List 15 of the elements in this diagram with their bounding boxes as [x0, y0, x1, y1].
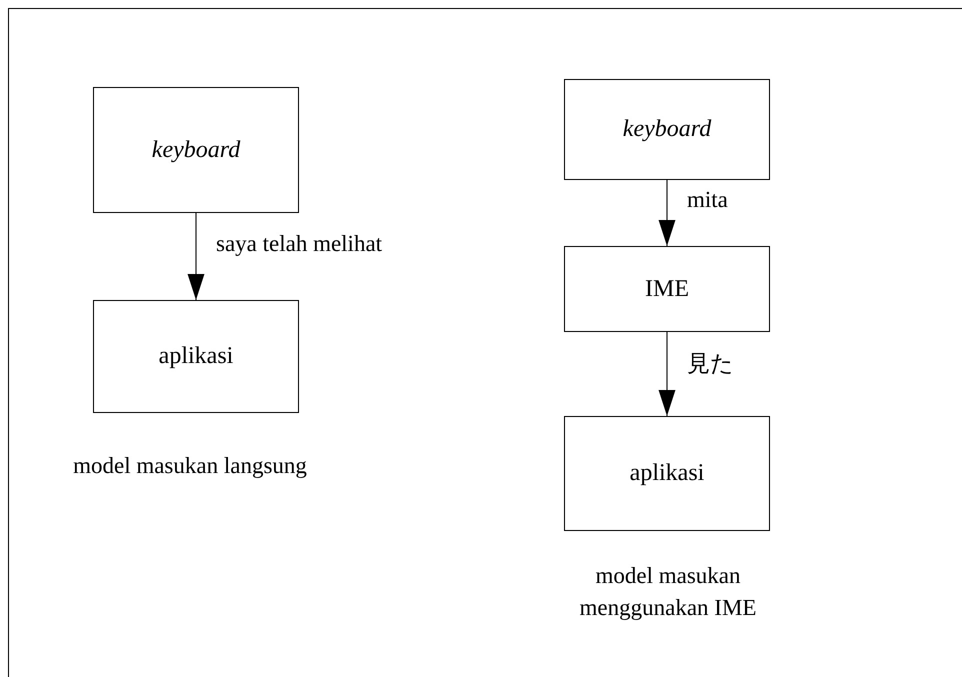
box-label: aplikasi	[158, 343, 234, 370]
arrow	[658, 180, 676, 246]
caption: model masukan langsung	[72, 452, 308, 480]
process-box	[93, 300, 299, 413]
box-label: keyboard	[622, 116, 712, 143]
box-label: aplikasi	[630, 460, 704, 487]
process-box	[564, 79, 770, 180]
process-box	[564, 246, 770, 332]
arrow	[658, 332, 676, 416]
box-label: keyboard	[152, 136, 240, 164]
process-box	[93, 87, 299, 213]
arrow	[188, 212, 204, 300]
process-box	[564, 416, 770, 531]
box-label: IME	[645, 276, 689, 302]
caption: model masukan menggunakan IME	[578, 562, 758, 622]
